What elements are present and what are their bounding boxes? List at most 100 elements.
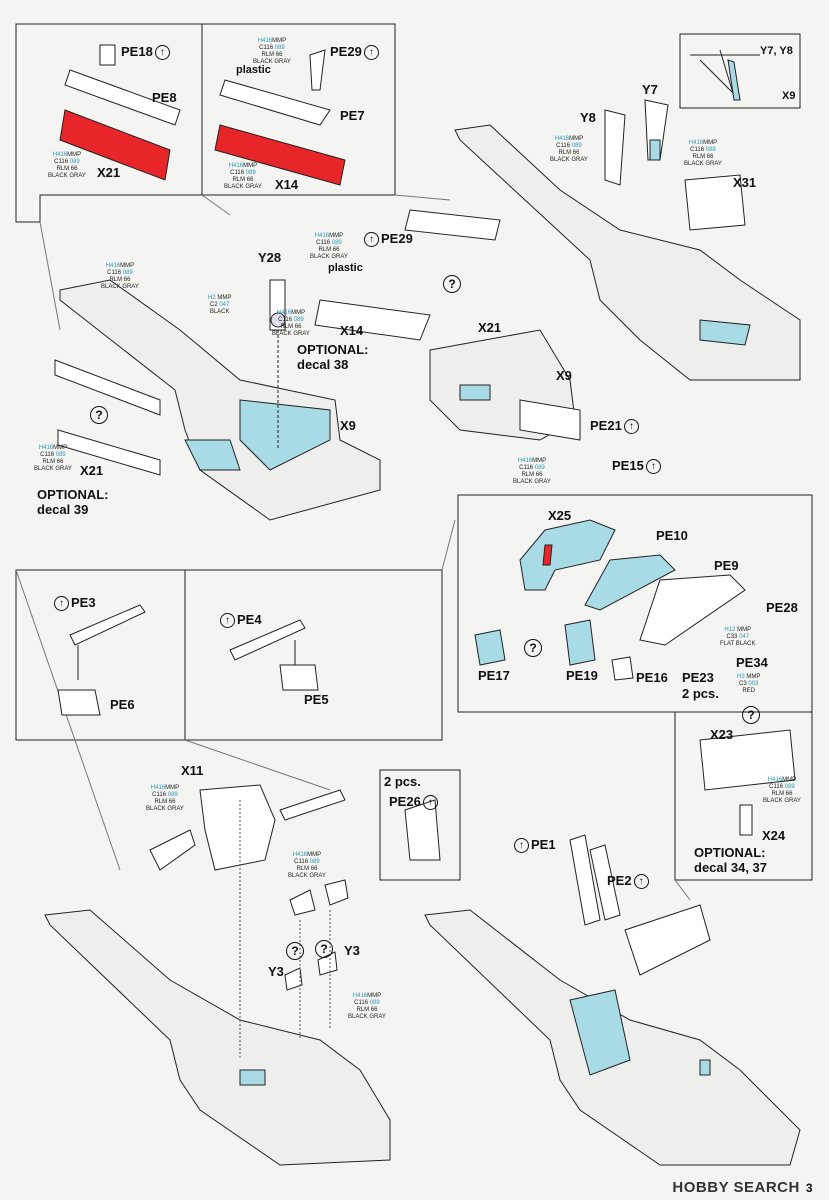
label-plastic-top: plastic bbox=[236, 64, 271, 76]
panel-frame-x23 bbox=[674, 711, 813, 881]
label-x23: X23 bbox=[710, 727, 734, 742]
label-optional-3437: OPTIONAL: bbox=[694, 845, 766, 860]
label-x9-assembly: X9 bbox=[556, 368, 572, 383]
label-y3-right: Y3 bbox=[344, 943, 360, 958]
up-arrow-icon: ↑ bbox=[54, 596, 69, 612]
label-pe28: PE28 bbox=[766, 600, 798, 615]
label-pe10: PE10 bbox=[656, 528, 688, 543]
label-y28: Y28 bbox=[258, 250, 282, 265]
label-x9-mid: X9 bbox=[340, 418, 356, 433]
question-icon: ? bbox=[524, 639, 542, 657]
label-pe29-mid: ↑PE29 bbox=[362, 231, 413, 248]
label-x14-mid: X14 bbox=[340, 323, 364, 338]
label-y7: Y7 bbox=[642, 82, 658, 97]
fuselage-half-bottom-left bbox=[44, 909, 391, 1166]
part-pe9 bbox=[639, 574, 746, 646]
label-x14-top: X14 bbox=[275, 177, 299, 192]
inset-frame-y7y8 bbox=[679, 33, 801, 109]
label-pe15: PE15↑ bbox=[612, 458, 663, 475]
up-arrow-icon: ↑ bbox=[422, 795, 438, 811]
question-icon: ? bbox=[443, 275, 461, 293]
fuselage-half-top-left bbox=[59, 279, 381, 521]
label-decal-38: decal 38 bbox=[297, 357, 349, 372]
label-optional-39: OPTIONAL: bbox=[37, 487, 109, 502]
up-arrow-icon: ↑ bbox=[623, 419, 639, 435]
up-arrow-icon: ↑ bbox=[514, 838, 529, 854]
question-icon: ? bbox=[315, 940, 333, 958]
label-pe21: PE21↑ bbox=[590, 418, 641, 435]
label-x24: X24 bbox=[762, 828, 786, 843]
label-pe29-top: PE29↑ bbox=[330, 44, 381, 61]
paint-callout-flat-black: H12 MMP C33 047 FLAT BLACK bbox=[720, 627, 756, 647]
label-x9-inset: X9 bbox=[782, 90, 796, 102]
up-arrow-icon: ↑ bbox=[220, 613, 235, 629]
label-optional-38: OPTIONAL: bbox=[297, 342, 369, 357]
question-icon: ? bbox=[90, 406, 108, 424]
up-arrow-icon: ↑ bbox=[645, 459, 661, 475]
cockpit-floor-x9 bbox=[239, 399, 331, 471]
watermark: HOBBY SEARCH 3 bbox=[672, 1179, 813, 1196]
part-x21-red bbox=[59, 109, 171, 181]
seat-x11 bbox=[199, 784, 276, 871]
label-pe5: PE5 bbox=[304, 692, 329, 707]
pilot-seat-blue bbox=[569, 989, 631, 1076]
label-pe8: PE8 bbox=[152, 90, 177, 105]
label-pe4: ↑PE4 bbox=[218, 612, 262, 629]
up-arrow-icon: ↑ bbox=[633, 874, 649, 890]
label-x11: X11 bbox=[181, 763, 204, 778]
label-pe26: PE26↑ bbox=[389, 794, 440, 811]
label-decal-39: decal 39 bbox=[37, 502, 89, 517]
label-pe6: PE6 bbox=[110, 697, 135, 712]
question-icon: ? bbox=[742, 706, 760, 724]
label-decal-3437: decal 34, 37 bbox=[694, 860, 767, 875]
label-pe2: PE2↑ bbox=[607, 873, 651, 890]
label-x21-left: X21 bbox=[80, 463, 104, 478]
label-pe34: PE34 bbox=[736, 655, 768, 670]
watermark-brand: HOBBY SEARCH bbox=[672, 1179, 800, 1196]
part-x25 bbox=[519, 519, 616, 591]
page-number: 3 bbox=[805, 1181, 813, 1195]
paint-callout-red: H3 MMP C3 003 RED bbox=[737, 674, 761, 694]
label-pe7: PE7 bbox=[340, 108, 365, 123]
part-pe10 bbox=[584, 554, 676, 611]
up-arrow-icon: ↑ bbox=[364, 232, 379, 248]
label-pe17: PE17 bbox=[478, 668, 510, 683]
label-pe23: PE23 bbox=[682, 670, 714, 685]
label-pe23-qty: 2 pcs. bbox=[682, 686, 719, 701]
paint-callout-black: H2 MMP C2 047 BLACK bbox=[208, 295, 232, 315]
label-y7-y8: Y7, Y8 bbox=[760, 45, 793, 57]
label-x31: X31 bbox=[733, 175, 757, 190]
panel-frame-pe3 bbox=[15, 569, 186, 741]
label-pe16: PE16 bbox=[636, 670, 668, 685]
up-arrow-icon: ↑ bbox=[363, 45, 379, 61]
part-x14-red bbox=[214, 124, 346, 186]
question-icon: ? bbox=[286, 942, 304, 960]
label-y8: Y8 bbox=[580, 110, 596, 125]
label-pe26-qty: 2 pcs. bbox=[384, 774, 421, 789]
up-arrow-icon: ↑ bbox=[154, 45, 170, 61]
label-y3-left: Y3 bbox=[268, 964, 284, 979]
fuselage-half-top-right bbox=[454, 124, 801, 381]
panel-frame-pe26 bbox=[379, 769, 461, 881]
label-x25: X25 bbox=[548, 508, 572, 523]
label-x21-mid: X21 bbox=[478, 320, 502, 335]
label-x21-top: X21 bbox=[97, 165, 121, 180]
panel-frame-pe4 bbox=[184, 569, 443, 741]
label-pe9: PE9 bbox=[714, 558, 739, 573]
